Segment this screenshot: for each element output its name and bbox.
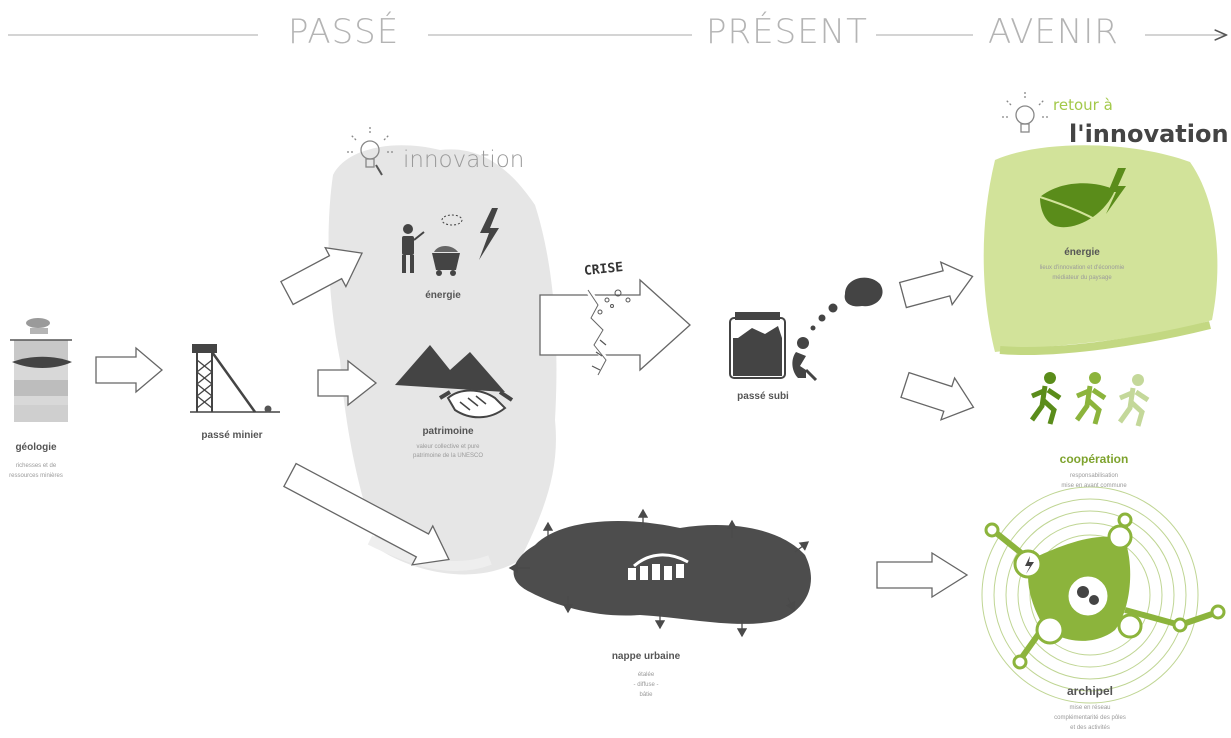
passe-minier-title: passé minier: [201, 430, 263, 441]
archipel-title: archipel: [1066, 684, 1114, 698]
energie-past-icon: [402, 208, 499, 276]
cooperation-runners-icon: [1029, 372, 1150, 427]
arrow-to-energie-future: [898, 260, 974, 309]
timeline-label-past: PASSÉ: [288, 12, 400, 52]
lightbulb-icon: [347, 127, 393, 176]
cooperation-subtitle-2: mise en avant commune: [1061, 483, 1127, 489]
flow-arrows: [95, 246, 975, 599]
patrimoine-icon: [395, 345, 514, 419]
nappe-urbaine-blob: [508, 508, 811, 638]
geologie-subtitle-2: ressources minières: [9, 473, 63, 479]
archipel-subtitle-3: et des activités: [1070, 725, 1110, 731]
geologie-title: géologie: [15, 442, 57, 453]
mine-headframe-icon: [190, 344, 280, 413]
arrow-geologie-to-passe-minier: [95, 346, 164, 394]
geologie-strata-icon: [10, 318, 72, 422]
crise-debris: [591, 289, 631, 371]
innovation-zone-blob: [328, 145, 557, 575]
energie-future-subtitle-2: médiateur du paysage: [1052, 275, 1112, 281]
nappe-urbaine-subtitle-1: étalée: [637, 672, 655, 678]
geologie-subtitle-1: richesses et de: [15, 463, 57, 469]
retour-heading-line1: retour à: [1053, 96, 1113, 114]
nappe-urbaine-subtitle-3: bâtie: [639, 692, 653, 698]
arrow-minier-to-nappe: [283, 462, 450, 566]
archipel-network-icon: [981, 486, 1226, 704]
arrow-minier-to-energie: [280, 246, 364, 306]
passe-subi-title: passé subi: [737, 391, 789, 402]
timeline-label-future: AVENIR: [988, 12, 1119, 52]
archipel-subtitle-2: complémentarité des pôles: [1054, 715, 1126, 721]
retour-heading-line2: l'innovation: [1069, 120, 1229, 148]
lightbulb-icon-future: [1002, 92, 1048, 133]
energie-future-title: énergie: [1064, 247, 1100, 258]
arrow-crise-broken: [539, 278, 691, 372]
patrimoine-subtitle-2: patrimoine de la UNESCO: [412, 453, 484, 459]
archipel-subtitle-1: mise en réseau: [1069, 705, 1111, 711]
energie-future-subtitle-1: lieux d'innovation et d'économie: [1039, 265, 1125, 271]
energie-past-title: énergie: [425, 290, 461, 301]
nappe-urbaine-title: nappe urbaine: [611, 651, 681, 662]
cooperation-title: coopération: [1059, 452, 1129, 466]
cooperation-subtitle-1: responsabilisation: [1069, 473, 1119, 479]
timeline-label-present: PRÉSENT: [706, 12, 868, 52]
nappe-urbaine-subtitle-2: - diffuse -: [633, 682, 659, 688]
patrimoine-subtitle-1: valeur collective et pure: [416, 444, 480, 450]
leaf-lightning-icon: [1039, 168, 1126, 229]
arrow-to-cooperation: [900, 371, 975, 421]
patrimoine-title: patrimoine: [422, 426, 474, 437]
houses-icon: [628, 553, 689, 580]
arrow-to-archipel: [876, 551, 969, 599]
arrow-minier-to-patrimoine: [317, 359, 378, 407]
passe-subi-icon: [729, 277, 883, 382]
innovation-heading: innovation: [403, 147, 525, 173]
energie-green-blob: [983, 145, 1218, 352]
